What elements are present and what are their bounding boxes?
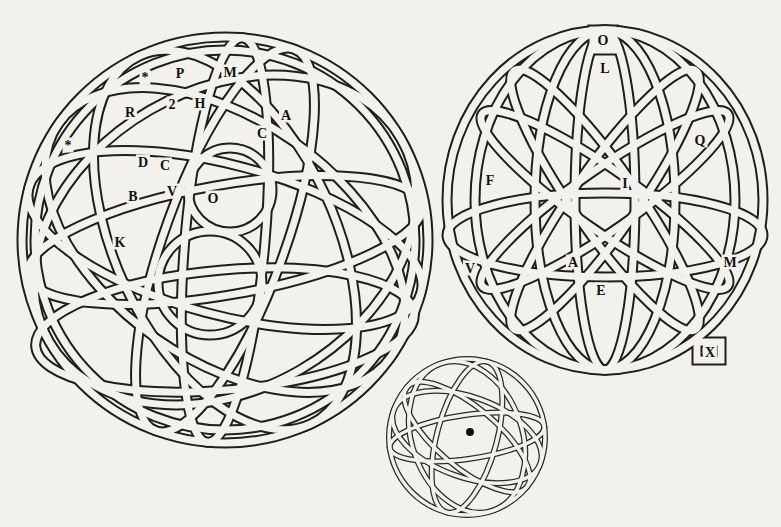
callout-letter: R	[123, 105, 137, 120]
callout-letter: X	[703, 345, 717, 360]
callout-letter: K	[113, 235, 128, 250]
callout-letter: *	[63, 138, 74, 153]
callout-letter: O	[596, 33, 611, 48]
callout-letter: *	[140, 70, 151, 85]
callout-letter: B	[126, 189, 139, 204]
callout-letter: L	[598, 61, 611, 76]
callout-letter: C	[158, 158, 172, 173]
callout-letter: H	[193, 96, 208, 111]
callout-letter: Q	[693, 133, 708, 148]
callout-letter: V	[165, 184, 179, 199]
callout-letter: D	[136, 155, 150, 170]
callout-letter: O	[206, 191, 221, 206]
callout-letter: E	[594, 283, 607, 298]
callout-letter: M	[221, 65, 238, 80]
callout-letter: V	[463, 261, 477, 276]
callout-letter: 2	[167, 97, 178, 112]
callout-letter: M	[721, 255, 738, 270]
callout-letter: P	[174, 66, 187, 81]
callout-letter: I	[620, 176, 629, 191]
callout-letter: C	[255, 126, 269, 141]
callout-letter: F	[484, 173, 497, 188]
callout-letter: A	[279, 108, 293, 123]
callout-letter: A	[566, 255, 580, 270]
